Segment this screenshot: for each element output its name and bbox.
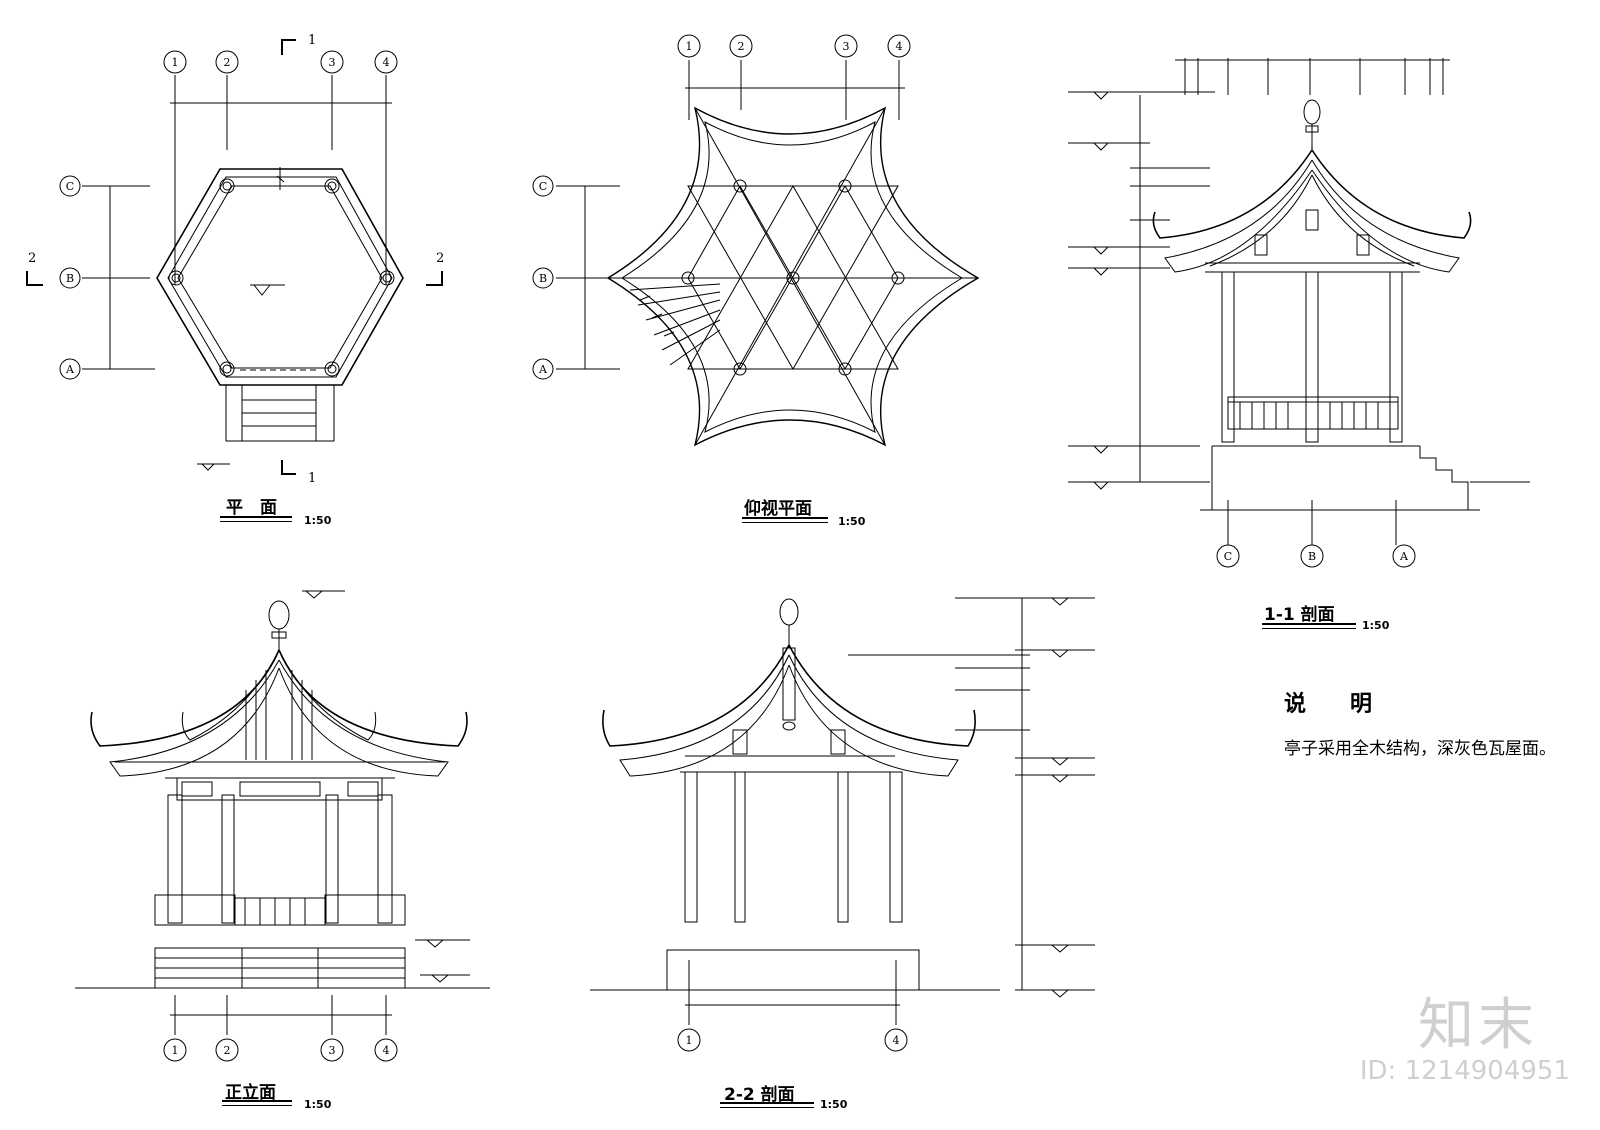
ceiling-plan-title: 仰视平面 (744, 499, 812, 519)
section-1-1-title-underline (1262, 623, 1356, 625)
front-elevation-view (75, 590, 490, 1035)
section-1-1-title: 1-1 剖面 (1264, 605, 1335, 625)
grid-label-b: B (1308, 550, 1316, 563)
grid-label-3: 3 (843, 40, 850, 53)
section-2-2-title-underline (720, 1102, 814, 1104)
section-mark-1-bottom: 1 (308, 471, 316, 486)
section-2-2-view (590, 597, 1095, 1025)
ceiling-plan-title-underline-thin (742, 522, 828, 523)
section-mark-2-right: 2 (436, 251, 444, 266)
notes-body: 亭子采用全木结构，深灰色瓦屋面。 (1284, 739, 1556, 759)
plan-title-underline (220, 516, 292, 518)
grid-label-c: C (66, 180, 74, 193)
grid-label-3: 3 (329, 56, 336, 69)
grid-label-4: 4 (383, 56, 390, 69)
grid-label-2: 2 (224, 56, 231, 69)
plan-scale: 1:50 (304, 514, 332, 527)
grid-label-1: 1 (172, 1044, 179, 1057)
front-elevation-scale: 1:50 (304, 1098, 332, 1111)
plan-title-underline-thin (220, 521, 292, 522)
grid-bubbles (59, 34, 1416, 1062)
grid-label-1: 1 (172, 56, 179, 69)
section-mark-2-left: 2 (28, 251, 36, 266)
grid-label-2: 2 (738, 40, 745, 53)
watermark-logo: 知末 (1418, 993, 1538, 1058)
ceiling-plan-title-underline (742, 517, 828, 519)
plan-view (26, 39, 443, 475)
grid-label-1: 1 (686, 40, 693, 53)
notes-heading: 说 明 (1284, 692, 1373, 717)
watermark-id: ID: 1214904951 (1359, 1056, 1570, 1086)
grid-label-4: 4 (896, 40, 903, 53)
grid-label-2: 2 (224, 1044, 231, 1057)
grid-label-c: C (1224, 550, 1232, 563)
section-1-1-title-underline-thin (1262, 628, 1356, 629)
front-elevation-title: 正立面 (225, 1083, 276, 1103)
front-elevation-title-underline-thin (222, 1105, 292, 1106)
plan-title: 平 面 (226, 498, 277, 518)
grid-label-a: A (65, 363, 75, 376)
grid-label-4: 4 (893, 1034, 900, 1047)
grid-label-b: B (539, 272, 547, 285)
grid-label-3: 3 (329, 1044, 336, 1057)
section-2-2-title-underline-thin (720, 1107, 814, 1108)
grid-label-c: C (539, 180, 547, 193)
section-1-1-scale: 1:50 (1362, 619, 1390, 632)
section-2-2-scale: 1:50 (820, 1098, 848, 1111)
grid-label-a: A (1399, 550, 1409, 563)
grid-label-a: A (538, 363, 548, 376)
section-1-1-view (1068, 58, 1530, 545)
section-2-2-title: 2-2 剖面 (724, 1085, 795, 1105)
ceiling-plan-scale: 1:50 (838, 515, 866, 528)
section-mark-1-top: 1 (308, 33, 316, 48)
grid-label-b: B (66, 272, 74, 285)
grid-label-1: 1 (686, 1034, 693, 1047)
grid-label-4: 4 (383, 1044, 390, 1057)
front-elevation-title-underline (222, 1100, 292, 1102)
ceiling-plan-view (556, 60, 980, 447)
